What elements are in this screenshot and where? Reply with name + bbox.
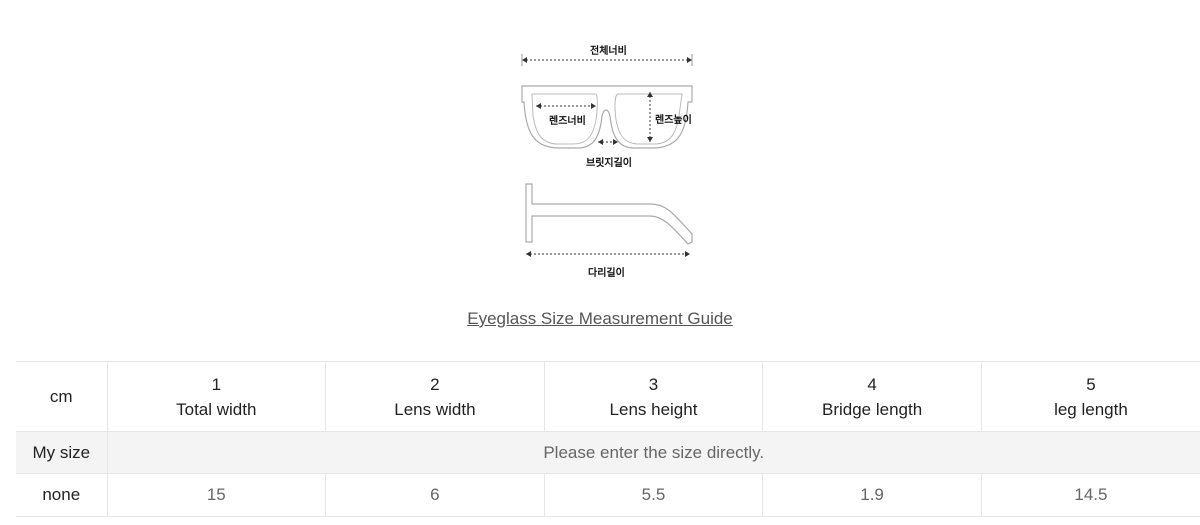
column-number: 1 — [211, 374, 222, 394]
size-guide-link[interactable]: Eyeglass Size Measurement Guide — [467, 309, 733, 328]
my-size-label: My size — [16, 431, 107, 474]
table-row: none 15 6 5.5 1.9 14.5 — [16, 473, 1200, 517]
size-diagram: 전체너비 렌즈너비 렌즈높이 브릿지길이 다리길이 — [500, 36, 720, 286]
table-cell: 14.5 — [980, 473, 1200, 517]
diagram-label-lens-height: 렌즈높이 — [655, 115, 692, 126]
column-number: 5 — [1086, 374, 1096, 394]
column-name: Lens width — [394, 399, 476, 419]
diagram-label-bridge-length: 브릿지길이 — [586, 158, 632, 169]
unit-header: cm — [16, 361, 107, 432]
column-number: 2 — [430, 374, 440, 394]
column-number: 3 — [648, 374, 659, 394]
diagram-label-total-width: 전체너비 — [590, 46, 627, 57]
diagram-label-lens-width: 렌즈너비 — [549, 116, 586, 127]
table-cell: 5.5 — [543, 473, 763, 517]
column-number: 4 — [867, 374, 877, 394]
glasses-diagram-icon — [521, 54, 693, 257]
column-name: Bridge length — [821, 399, 923, 419]
row-label: none — [16, 473, 107, 517]
column-name: leg length — [1054, 399, 1128, 419]
size-guide-link-container: Eyeglass Size Measurement Guide — [0, 309, 1200, 329]
column-header: 5 leg length — [980, 361, 1200, 432]
column-name: Total width — [176, 399, 257, 419]
column-name: Lens height — [609, 399, 698, 419]
table-cell: 6 — [325, 473, 545, 517]
my-size-row: My size Please enter the size directly. — [16, 431, 1200, 474]
table-cell: 15 — [106, 473, 326, 517]
diagram-label-leg-length: 다리길이 — [588, 268, 625, 279]
my-size-input-prompt[interactable]: Please enter the size directly. — [106, 431, 1200, 474]
table-cell: 1.9 — [762, 473, 982, 517]
